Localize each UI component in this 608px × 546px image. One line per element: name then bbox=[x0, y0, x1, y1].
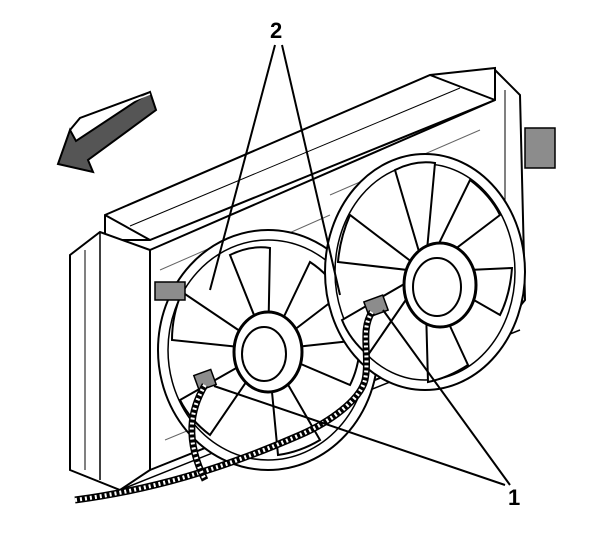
right-cooling-fan bbox=[324, 153, 526, 391]
wiring-harness bbox=[74, 310, 376, 504]
left-cooling-fan bbox=[157, 229, 379, 471]
left-fan-connector bbox=[192, 368, 218, 392]
callout-1: 1 bbox=[213, 309, 520, 510]
fan-connectors bbox=[154, 127, 556, 392]
right-side-connector bbox=[524, 127, 556, 169]
callout-2: 2 bbox=[209, 18, 341, 296]
front-arrow-icon bbox=[56, 90, 158, 174]
callout-2-label: 2 bbox=[270, 18, 282, 43]
callout-1-label: 1 bbox=[508, 485, 520, 510]
upper-left-connector bbox=[154, 281, 186, 301]
